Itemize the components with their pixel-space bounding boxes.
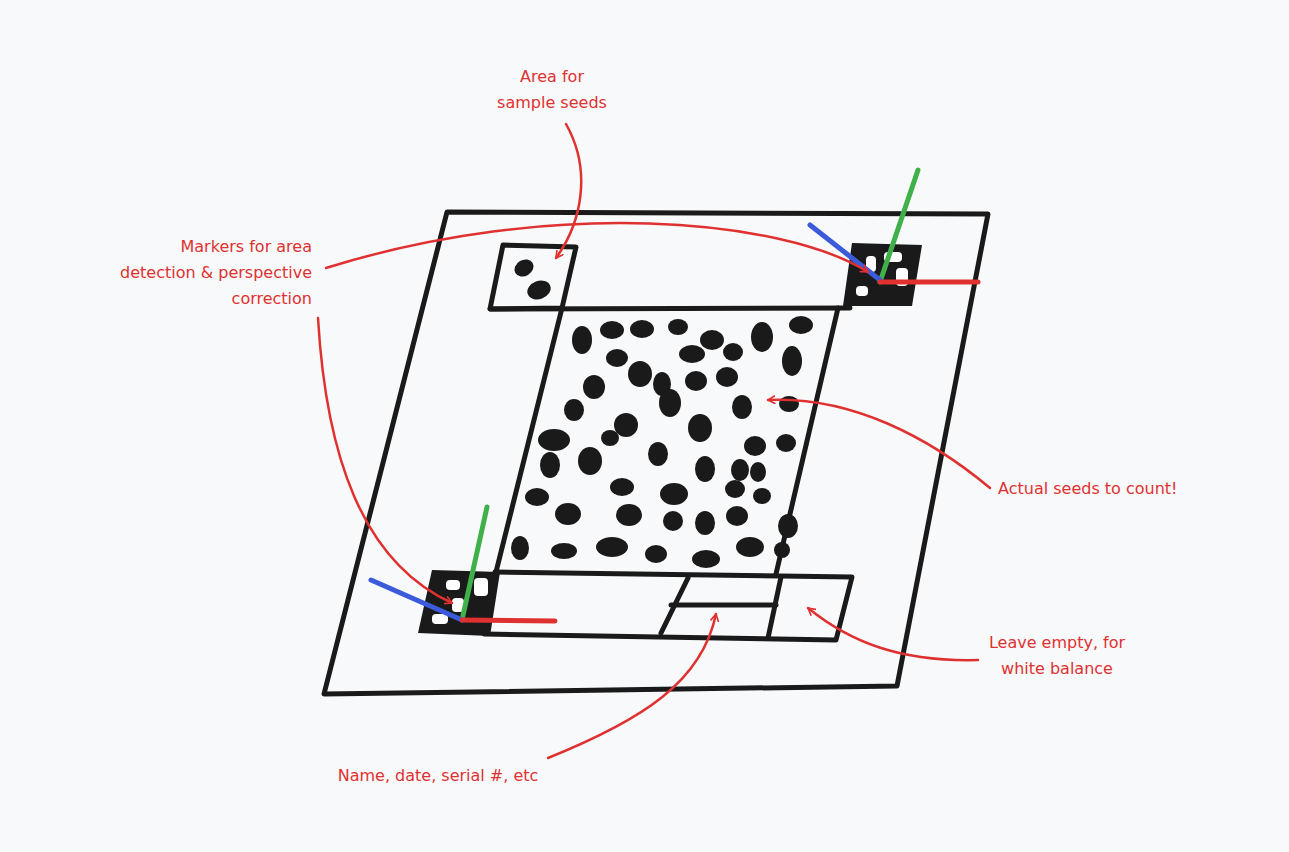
seed-area-right <box>776 308 838 574</box>
axis-y <box>880 170 918 282</box>
leader-arrow <box>318 318 452 603</box>
marker-pattern <box>474 578 488 596</box>
seed <box>736 537 764 557</box>
seed <box>659 389 681 417</box>
leader-arrow <box>548 614 716 758</box>
seed <box>751 322 773 352</box>
axis-y <box>462 507 487 620</box>
seed <box>695 511 715 535</box>
seed <box>679 345 705 363</box>
leader-arrow <box>556 124 581 258</box>
leader-arrow <box>768 400 990 488</box>
seed <box>778 514 798 538</box>
seed <box>732 395 752 419</box>
marker-pattern <box>446 580 460 590</box>
sample-area-box <box>490 245 576 309</box>
seed <box>695 456 715 482</box>
seed <box>789 316 813 334</box>
leader-arrow <box>326 223 868 272</box>
seed <box>511 536 529 560</box>
seed <box>606 349 628 367</box>
seed <box>572 326 592 354</box>
seed <box>660 483 688 505</box>
axis-x <box>462 620 555 621</box>
seed <box>600 321 624 339</box>
leader-arrow <box>808 608 978 660</box>
seed <box>645 545 667 563</box>
seed <box>685 371 707 391</box>
seed <box>610 478 634 496</box>
callout-text: Area for sample seeds <box>490 64 614 116</box>
seed <box>774 542 790 558</box>
sample-seed <box>511 256 536 280</box>
seed <box>578 447 602 475</box>
callout-text: Leave empty, for white balance <box>986 630 1128 682</box>
sample-seed <box>525 277 554 302</box>
seed <box>628 361 652 387</box>
sheet-outline <box>324 212 988 694</box>
seed <box>525 488 549 506</box>
label-strip <box>484 572 852 640</box>
callout-text: Markers for area detection & perspective… <box>112 234 312 312</box>
seed <box>616 504 642 526</box>
callout-text: Actual seeds to count! <box>998 476 1238 502</box>
seed <box>668 319 688 335</box>
axis-x <box>880 280 978 285</box>
seed <box>782 346 802 376</box>
fiducial-marker <box>418 570 500 636</box>
white-balance-divider <box>768 577 781 638</box>
seed <box>538 429 570 451</box>
seed <box>614 413 638 437</box>
seed <box>648 442 668 466</box>
seed <box>700 330 724 350</box>
seed <box>601 430 619 446</box>
seed <box>583 375 605 399</box>
seed <box>776 434 796 452</box>
seed <box>723 343 743 361</box>
seed <box>726 506 748 526</box>
seed <box>779 396 799 412</box>
marker-pattern <box>856 286 868 296</box>
callout-text: Name, date, serial #, etc <box>303 763 573 789</box>
axis-z <box>810 225 880 280</box>
seed <box>731 459 749 481</box>
seed <box>753 488 771 504</box>
seed <box>725 480 745 498</box>
seed <box>555 503 581 525</box>
seed <box>540 452 560 478</box>
seed <box>744 436 766 456</box>
seed <box>564 399 584 421</box>
label-divider <box>671 603 776 608</box>
seed <box>750 462 766 482</box>
seed <box>688 414 712 442</box>
seed <box>716 367 738 387</box>
seed <box>630 320 654 338</box>
seed <box>663 511 683 531</box>
seed <box>596 537 628 557</box>
seed <box>551 543 577 559</box>
seed <box>692 550 720 568</box>
seed-area-top <box>490 308 850 309</box>
